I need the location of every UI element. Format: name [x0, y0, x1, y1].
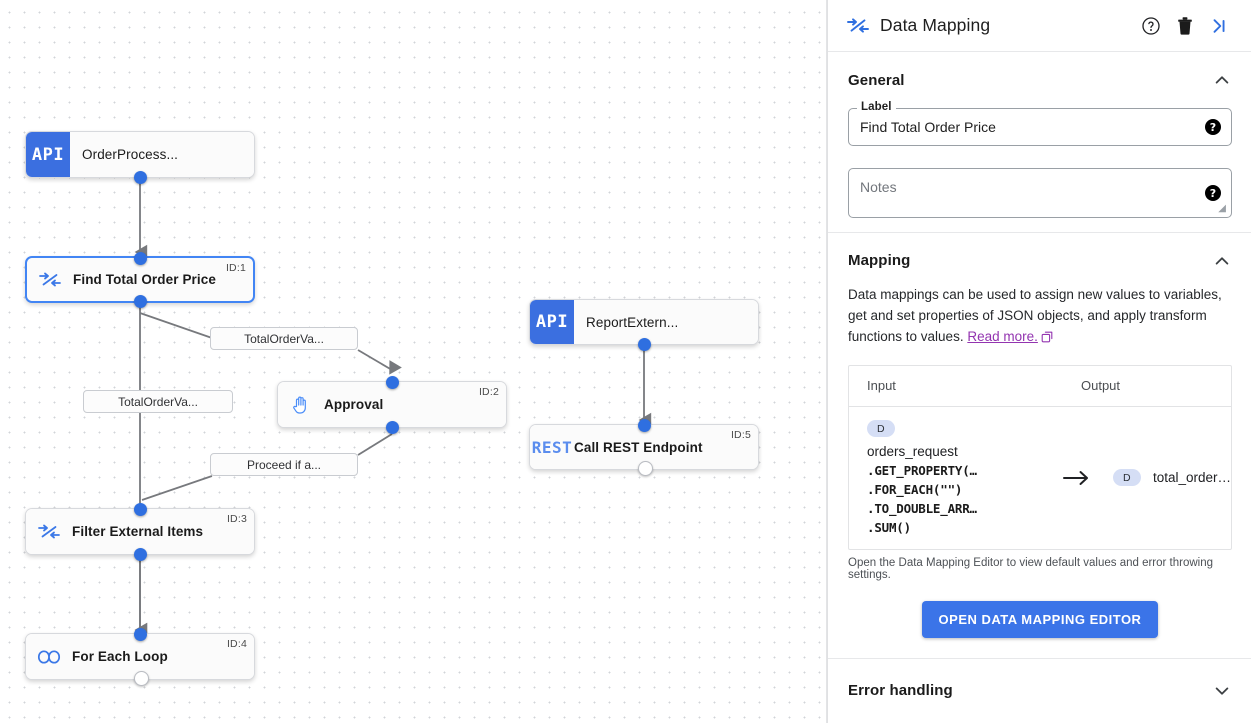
- node-port-top[interactable]: [638, 418, 651, 432]
- input-expression-line: .GET_PROPERTY(…: [867, 463, 977, 478]
- rest-badge: REST: [530, 425, 574, 469]
- divider: [828, 658, 1251, 659]
- canvas-node[interactable]: Approval ID:2: [277, 375, 507, 434]
- section-error-handling: Error handling: [828, 659, 1251, 723]
- canvas-node[interactable]: API OrderProcess...: [25, 131, 255, 184]
- node-port-top[interactable]: [133, 251, 147, 265]
- mapping-button-row: OPEN DATA MAPPING EDITOR: [848, 601, 1232, 638]
- node-title: Call REST Endpoint: [574, 439, 703, 455]
- node-port-top[interactable]: [386, 375, 399, 389]
- section-title: Error handling: [848, 682, 953, 699]
- data-mapping-icon: [26, 524, 72, 540]
- delete-icon[interactable]: [1168, 9, 1202, 43]
- input-variable-name: orders_request: [867, 444, 958, 459]
- node-id: ID:5: [730, 429, 751, 441]
- input-expression-line: .TO_DOUBLE_ARR…: [867, 501, 977, 516]
- column-header-output: Output: [1081, 378, 1121, 393]
- collapse-panel-icon[interactable]: [1202, 9, 1236, 43]
- node-port-bottom[interactable]: [133, 670, 149, 686]
- node-port-bottom[interactable]: [638, 460, 653, 476]
- node-title: Approval: [324, 397, 384, 412]
- node-port-bottom[interactable]: [638, 337, 651, 351]
- divider: [828, 232, 1251, 233]
- panel-title: Data Mapping: [880, 15, 991, 35]
- data-mapping-icon: [846, 17, 872, 34]
- node-title: Filter External Items: [72, 524, 204, 539]
- help-icon[interactable]: [1134, 9, 1168, 43]
- canvas-node[interactable]: API ReportExtern...: [529, 299, 759, 351]
- output-variable-name: total_order…: [1153, 470, 1232, 486]
- canvas-right-border: [826, 0, 827, 723]
- node-title: For Each Loop: [72, 649, 168, 664]
- section-general-header[interactable]: General: [848, 70, 1232, 90]
- node-id: ID:3: [226, 513, 247, 525]
- hand-icon: [278, 395, 324, 415]
- notes-input[interactable]: [860, 178, 1191, 212]
- table-row[interactable]: D orders_request .GET_PROPERTY(… .FOR_EA…: [849, 407, 1231, 550]
- canvas-node[interactable]: For Each Loop ID:4: [25, 627, 255, 686]
- label-help-icon[interactable]: ?: [1205, 119, 1221, 135]
- node-id: ID:4: [226, 638, 247, 650]
- mapping-description-block: Data mappings can be used to assign new …: [848, 284, 1232, 349]
- node-port-bottom[interactable]: [133, 170, 147, 184]
- section-title: General: [848, 71, 905, 89]
- section-title: Mapping: [848, 252, 911, 269]
- loop-icon: [26, 649, 72, 664]
- node-port-bottom[interactable]: [133, 294, 147, 308]
- section-mapping: Mapping Data mappings can be used to ass…: [828, 233, 1251, 659]
- mapping-arrow-icon: [1049, 468, 1105, 488]
- notes-field[interactable]: ? ◢: [848, 168, 1232, 218]
- chevron-up-icon[interactable]: [1212, 70, 1232, 90]
- external-link-icon[interactable]: [1041, 328, 1053, 349]
- input-expression-line: .SUM(): [867, 520, 911, 535]
- edge-label[interactable]: TotalOrderVa...: [210, 327, 358, 350]
- read-more-link[interactable]: Read more.: [967, 328, 1038, 344]
- properties-panel: Data Mapping General Label ?: [827, 0, 1251, 723]
- node-id: ID:1: [225, 262, 246, 274]
- label-input[interactable]: [860, 119, 1191, 135]
- mapping-table: Input Output D orders_request .GET_PROPE…: [848, 364, 1232, 550]
- section-general: General Label ? ? ◢: [828, 52, 1251, 232]
- data-mapping-icon: [27, 272, 73, 288]
- node-port-top[interactable]: [133, 627, 147, 641]
- output-type-badge: D: [1113, 469, 1141, 487]
- input-expression-line: .FOR_EACH(""): [867, 482, 963, 497]
- label-field[interactable]: Label ?: [848, 101, 1232, 146]
- section-error-handling-header[interactable]: Error handling: [848, 681, 1232, 701]
- chevron-down-icon[interactable]: [1212, 681, 1232, 701]
- workflow-canvas[interactable]: API OrderProcess... Find Total Order Pri…: [0, 0, 827, 723]
- node-port-top[interactable]: [133, 502, 147, 516]
- canvas-node[interactable]: Filter External Items ID:3: [25, 502, 255, 561]
- api-badge: API: [530, 300, 574, 344]
- input-type-badge: D: [867, 420, 895, 437]
- panel-header: Data Mapping: [828, 0, 1251, 52]
- label-field-legend: Label: [857, 101, 896, 113]
- chevron-up-icon[interactable]: [1212, 251, 1232, 271]
- mapping-table-header: Input Output: [849, 366, 1231, 407]
- section-mapping-header[interactable]: Mapping: [848, 251, 1232, 271]
- workflow-edges-layer: [134, 178, 652, 638]
- column-header-input: Input: [867, 378, 896, 393]
- edge-label[interactable]: Proceed if a...: [210, 453, 358, 476]
- notes-help-icon[interactable]: ?: [1205, 185, 1221, 201]
- node-title: OrderProcess...: [82, 147, 179, 162]
- node-port-bottom[interactable]: [386, 420, 399, 434]
- canvas-node-selected[interactable]: Find Total Order Price ID:1: [25, 251, 255, 308]
- node-id: ID:2: [478, 386, 499, 398]
- canvas-node[interactable]: REST Call REST Endpoint ID:5: [529, 418, 759, 476]
- open-data-mapping-editor-button[interactable]: OPEN DATA MAPPING EDITOR: [921, 601, 1159, 638]
- mapping-input-cell: D orders_request .GET_PROPERTY(… .FOR_EA…: [849, 419, 1049, 538]
- api-badge: API: [26, 132, 70, 177]
- node-port-bottom[interactable]: [133, 547, 147, 561]
- mapping-output-cell: D total_order…: [1105, 469, 1232, 487]
- mapping-table-note: Open the Data Mapping Editor to view def…: [848, 557, 1214, 581]
- edge-label[interactable]: TotalOrderVa...: [83, 390, 233, 413]
- mapping-description: Data mappings can be used to assign new …: [848, 286, 1222, 344]
- node-title: ReportExtern...: [586, 314, 679, 330]
- node-title: Find Total Order Price: [73, 272, 216, 287]
- resize-grip-icon[interactable]: ◢: [1218, 203, 1226, 214]
